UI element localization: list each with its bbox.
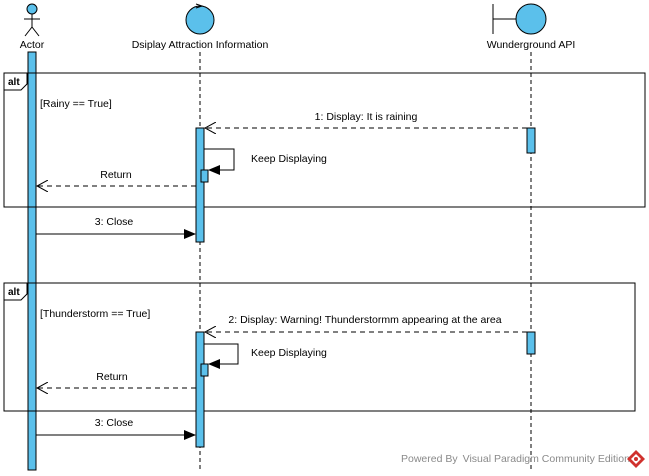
participant-label-display-info: Dsiplay Attraction Information [132, 39, 269, 51]
self-message-keep-displaying-1[interactable]: Keep Displaying [204, 148, 327, 175]
fragment-guard: [Rainy == True] [40, 98, 112, 110]
participant-label-actor: Actor [20, 39, 45, 51]
message-label: Keep Displaying [251, 153, 327, 165]
watermark-text: Powered By Visual Paradigm Community Edi… [401, 453, 630, 465]
close-message-2[interactable]: 3: Close [36, 417, 196, 440]
fragment-operator: alt [8, 77, 20, 88]
actor-participant[interactable]: Actor [20, 3, 45, 51]
fragment-operator: alt [8, 287, 20, 298]
fragment-guard: [Thunderstorm == True] [40, 308, 150, 320]
alt-fragment-2[interactable]: alt [Thunderstorm == True] [3, 282, 636, 412]
message-label: Keep Displaying [251, 347, 327, 359]
message-label: 3: Close [95, 216, 134, 228]
visual-paradigm-logo-icon [627, 450, 645, 468]
self-activation-bar-2[interactable] [200, 363, 209, 377]
message-display-raining[interactable]: 1: Display: It is raining [205, 111, 527, 128]
actor-activation-bar[interactable] [27, 51, 37, 471]
display-activation-bar-2[interactable] [195, 331, 205, 448]
alt-fragment-tab [3, 282, 28, 301]
wunderground-participant[interactable]: Wunderground API [487, 3, 576, 51]
return-message-1[interactable]: Return [37, 169, 196, 186]
participant-label-wunderground: Wunderground API [487, 39, 576, 51]
return-message-2[interactable]: Return [37, 371, 196, 388]
api-activation-bar-1[interactable] [526, 127, 536, 154]
self-activation-bar-1[interactable] [200, 169, 209, 183]
boundary-icon [492, 3, 547, 35]
self-message-keep-displaying-2[interactable]: Keep Displaying [204, 343, 327, 369]
message-label: Return [96, 371, 128, 383]
alt-fragment-1[interactable]: alt [Rainy == True] [3, 72, 646, 208]
alt-fragment-tab [3, 72, 28, 91]
control-icon [185, 3, 215, 35]
actor-icon [24, 3, 40, 37]
message-label: 1: Display: It is raining [315, 111, 418, 123]
display-info-participant[interactable]: Dsiplay Attraction Information [132, 3, 269, 51]
message-label: Return [100, 169, 132, 181]
message-label: 2: Display: Warning! Thunderstormm appea… [228, 314, 501, 326]
message-display-warning[interactable]: 2: Display: Warning! Thunderstormm appea… [205, 314, 527, 332]
display-activation-bar-1[interactable] [195, 127, 205, 243]
message-label: 3: Close [95, 417, 134, 429]
close-message-1[interactable]: 3: Close [36, 216, 196, 239]
api-activation-bar-2[interactable] [526, 331, 536, 355]
